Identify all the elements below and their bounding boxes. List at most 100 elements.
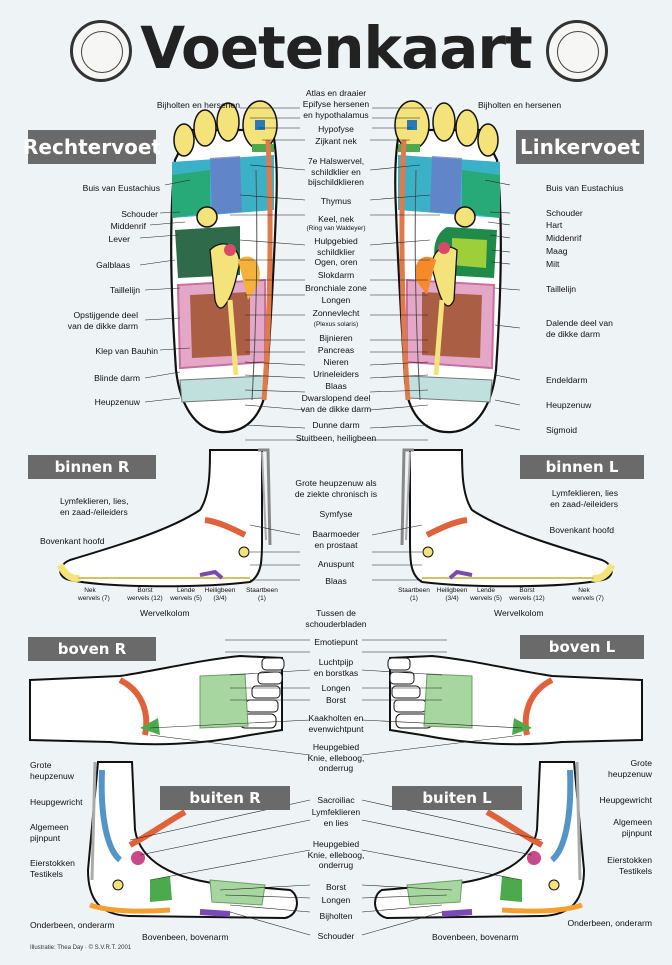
sole-center-label: Bijnieren <box>319 333 353 343</box>
label: Borst wervels (12) <box>127 587 163 602</box>
banner-buiten-r: buiten R <box>160 786 290 810</box>
label: Grote heupzenuw als de ziekte chronisch … <box>294 478 378 499</box>
banner-binnen-l: binnen L <box>520 455 644 479</box>
sole-center-label: Epifyse hersenen en hypothalamus <box>302 99 370 120</box>
sole-center-label: (Plexus solaris) <box>313 321 359 328</box>
banner-binnen-r: binnen R <box>28 455 156 479</box>
label: Blaas <box>325 576 347 586</box>
left-sole <box>394 100 502 434</box>
label: Emotiepunt <box>314 637 358 647</box>
page-title: Voetenkaart <box>140 14 532 82</box>
label: Lymfeklieren en lies <box>311 807 361 828</box>
sole-center-label: Ogen, oren <box>314 257 358 267</box>
label: Lende wervels (5) <box>470 587 502 602</box>
banner-boven-l: boven L <box>520 635 644 659</box>
sole-center-label: Bronchiale zone <box>305 283 367 293</box>
seal-right-icon <box>546 20 608 82</box>
sole-center-label: Urineleiders <box>313 369 359 379</box>
label: Sigmoid <box>546 425 578 435</box>
label: Wervelkolom <box>140 608 190 618</box>
sole-center-label: Longen <box>321 295 351 305</box>
label: Bovenbeen, bovenarm <box>432 932 519 942</box>
label: Blinde darm <box>94 373 140 383</box>
label: Algemeen pijnpunt <box>30 822 69 843</box>
label: Lymfeklieren, lies en zaad-/eileiders <box>550 488 618 509</box>
banner-boven-r: boven R <box>28 637 156 661</box>
label: Dalende deel van de dikke darm <box>546 318 613 339</box>
sole-center-label: Hypofyse <box>318 124 354 134</box>
label: Heupzenuw <box>546 400 592 410</box>
label: Anuspunt <box>317 559 355 569</box>
label: Borst <box>325 882 347 892</box>
label: Grote heupzenuw <box>608 758 652 779</box>
label: Lever <box>108 234 131 244</box>
label: Heupgewricht <box>30 797 83 807</box>
label: Algemeen pijnpunt <box>613 817 652 838</box>
right-sole <box>170 100 278 434</box>
banner-buiten-l: buiten L <box>392 786 522 810</box>
sole-center-label: Keel, nek <box>318 214 354 224</box>
label: Baarmoeder en prostaat <box>312 529 360 550</box>
label: Heupgewricht <box>599 795 652 805</box>
label: Opstijgende deel van de dikke darm <box>67 310 138 331</box>
label: Hart <box>546 220 563 230</box>
label: Longen <box>321 683 351 693</box>
outside-right-foot <box>86 761 298 920</box>
sole-center-label: Dwarslopend deel van de dikke darm <box>300 393 372 414</box>
sole-center-label: Slokdarm <box>317 270 355 280</box>
outside-left-foot <box>374 761 586 920</box>
label: Endeldarm <box>546 375 588 385</box>
label: Nek wervels (7) <box>572 587 604 602</box>
label: Schouder <box>546 208 583 218</box>
label: Grote heupzenuw <box>30 760 74 781</box>
label: Bovenkant hoofd <box>549 525 614 535</box>
label: Klep van Bauhin <box>95 346 158 356</box>
label: Wervelkolom <box>494 608 544 618</box>
leader-lines <box>129 107 543 936</box>
label: Galblaas <box>96 260 130 270</box>
label: Taillelijn <box>546 284 577 294</box>
label: Buis van Eustachius <box>82 183 160 193</box>
sole-center-label: Pancreas <box>317 345 355 355</box>
label: Milt <box>546 259 560 269</box>
label: Heupgebied Knie, elleboog, onderrug <box>307 839 365 870</box>
sole-center-label: Zijkant nek <box>315 136 357 146</box>
label: Schouder <box>317 931 355 941</box>
top-left-foot <box>387 654 643 746</box>
label: Heupgebied Knie, elleboog, onderrug <box>307 742 365 773</box>
label: Heiligbeen (3/4) <box>204 587 236 602</box>
label: Eierstokken Testikels <box>607 855 652 876</box>
label: Middenrif <box>110 221 146 231</box>
banner-linkervoet: Linkervoet <box>516 130 644 164</box>
credit-text: Illustratie: Thea Day · © S.V.R.T. 2001 <box>30 945 132 951</box>
banner-rechtervoet: Rechtervoet <box>23 130 161 164</box>
sole-center-label: Dunne darm <box>312 420 360 430</box>
sole-center-label: Atlas en draaier <box>305 88 367 98</box>
label: Buis van Eustachius <box>546 183 624 193</box>
sole-center-label: Stuitbeen, heiligbeen <box>295 433 377 443</box>
sole-center-label: 7e Halswervel, schildklier en bijschildk… <box>307 156 365 187</box>
label: Bijholten en hersenen <box>156 100 240 110</box>
label: Heupzenuw <box>94 397 140 407</box>
label: Luchtpijp en borstkas <box>313 657 359 678</box>
sole-center-label: Nieren <box>323 357 349 367</box>
label: Middenrif <box>546 233 582 243</box>
label: Tussen de schouderbladen <box>305 608 367 629</box>
label: Lende wervels (5) <box>170 587 202 602</box>
sole-center-label: Zonnevlecht <box>312 308 360 318</box>
label: Nek wervels (7) <box>78 587 110 602</box>
label: Maag <box>546 246 568 256</box>
sole-center-label: Hulpgebied schildklier <box>314 236 358 257</box>
label: Taillelijn <box>109 285 140 295</box>
label: Symfyse <box>319 509 353 519</box>
label: Schouder <box>121 209 158 219</box>
label: Onderbeen, onderarm <box>30 920 115 930</box>
label: Bovenbeen, bovenarm <box>142 932 229 942</box>
label: Kaakholten en evenwichtpunt <box>308 713 364 734</box>
label: Lymfeklieren, lies, en zaad-/eileiders <box>60 496 129 517</box>
top-right-foot <box>29 654 285 746</box>
label: Borst wervels (12) <box>509 587 545 602</box>
sole-center-label: Blaas <box>325 381 347 391</box>
